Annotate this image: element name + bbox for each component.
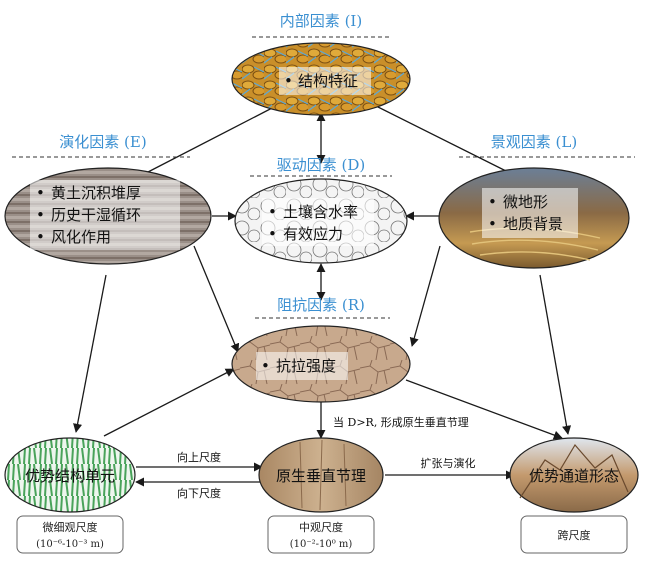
factor-landscape-item-0: 微地形: [503, 193, 548, 211]
factor-landscape: 景观因素 (L) • 微地形 • 地质背景: [438, 133, 635, 269]
node-micro-image: [4, 437, 136, 513]
factor-driving-item-0: 土壤含水率: [283, 203, 358, 221]
factor-resistance-panel: [256, 352, 348, 380]
factor-resistance-item-0: 抗拉强度: [276, 357, 336, 375]
factor-driving-title: 驱动因素 (D): [277, 156, 366, 174]
bullet-icon: •: [36, 184, 45, 202]
factor-evolution-panel: [30, 180, 180, 250]
arrow-internal-evolution: [147, 105, 277, 173]
bullet-icon: •: [284, 72, 293, 90]
factor-internal-item-0: 结构特征: [298, 72, 358, 90]
scale-micro: 微细观尺度 (10⁻⁶-10⁻³ m): [16, 515, 124, 554]
factor-evolution-item-2: 风化作用: [51, 228, 111, 246]
node-macro-image: [509, 437, 639, 513]
edge-down-scale-label: 向下尺度: [177, 486, 221, 500]
arrow-resistance-macro: [405, 379, 563, 440]
edge-expand-label: 扩张与演化: [421, 456, 476, 470]
scale-micro-box: [16, 515, 124, 554]
scale-micro-range: (10⁻⁶-10⁻³ m): [36, 539, 104, 550]
scale-micro-label: 微细观尺度: [43, 520, 98, 534]
factor-resistance: 阻抗因素 (R) • 抗拉强度: [231, 296, 411, 403]
node-micro-label: 优势结构单元: [25, 467, 115, 485]
scale-macro: 跨尺度: [520, 515, 628, 554]
bullet-icon: •: [36, 228, 45, 246]
node-meso: 原生垂直节理: [258, 437, 384, 513]
bullet-icon: •: [268, 203, 277, 221]
scale-meso-box: [267, 515, 375, 554]
factor-driving-panel: [262, 198, 374, 246]
edge-condition-label: 当 D>R, 形成原生垂直节理: [333, 415, 469, 429]
edge-up-scale-label: 向上尺度: [177, 450, 221, 464]
factor-evolution-title: 演化因素 (E): [59, 133, 146, 151]
factor-evolution-item-1: 历史干湿循环: [51, 206, 141, 224]
scale-meso-label: 中观尺度: [299, 520, 343, 534]
arrow-landscape-resistance: [409, 245, 441, 347]
node-macro-label: 优势通道形态: [529, 467, 619, 485]
scale-meso: 中观尺度 (10⁻²-10⁰ m): [267, 515, 375, 554]
arrow-evolution-micro: [73, 274, 107, 433]
factor-evolution: 演化因素 (E) • 黄土沉积堆厚 • 历史干湿循环 • 风化作用: [4, 133, 212, 265]
node-micro: 优势结构单元: [4, 437, 136, 513]
factor-driving: 驱动因素 (D) • 土壤含水率 • 有效应力: [234, 156, 408, 264]
factor-internal-title: 内部因素 (I): [280, 12, 362, 30]
node-macro: 优势通道形态: [509, 437, 639, 513]
connectors: [73, 103, 572, 487]
scale-meso-range: (10⁻²-10⁰ m): [290, 539, 353, 550]
factor-internal-panel: [279, 67, 371, 95]
arrow-evolution-resistance: [193, 245, 240, 353]
bullet-icon: •: [488, 193, 497, 211]
bullet-icon: •: [261, 357, 270, 375]
factor-evolution-item-0: 黄土沉积堆厚: [51, 184, 141, 202]
factor-landscape-panel: [482, 188, 578, 238]
factor-landscape-item-1: 地质背景: [503, 215, 563, 233]
arrow-internal-landscape: [371, 103, 509, 173]
scale-macro-box: [520, 515, 628, 554]
arrow-micro-resistance: [103, 368, 235, 437]
node-meso-label: 原生垂直节理: [276, 467, 366, 485]
arrow-landscape-macro: [539, 274, 572, 435]
bullet-icon: •: [268, 225, 277, 243]
vertical-joint-lines: [299, 439, 347, 511]
bullet-icon: •: [488, 215, 497, 233]
factor-internal: 内部因素 (I) 结构特征 •: [231, 12, 411, 116]
factor-landscape-title: 景观因素 (L): [491, 133, 577, 151]
canyon-shape: [519, 443, 629, 499]
scale-macro-label: 跨尺度: [558, 528, 591, 542]
bullet-icon: •: [36, 206, 45, 224]
factor-driving-item-1: 有效应力: [283, 225, 343, 243]
factor-resistance-title: 阻抗因素 (R): [277, 296, 365, 314]
